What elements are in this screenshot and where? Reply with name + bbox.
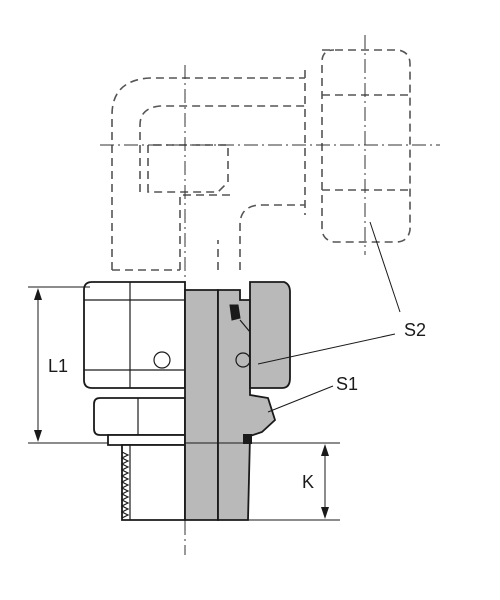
- dimension-l1: [28, 286, 108, 444]
- upper-hex-nut: [83, 281, 186, 389]
- section-view: [184, 281, 291, 521]
- dimension-k: [185, 442, 340, 521]
- phantom-elbow: [111, 49, 411, 271]
- label-s2: S2: [404, 320, 426, 340]
- leader-lines: [257, 221, 401, 413]
- label-s1: S1: [336, 374, 358, 394]
- label-l1: L1: [48, 356, 68, 376]
- label-k: K: [302, 472, 314, 492]
- lower-hex-body: [93, 397, 186, 446]
- male-thread: [120, 444, 186, 521]
